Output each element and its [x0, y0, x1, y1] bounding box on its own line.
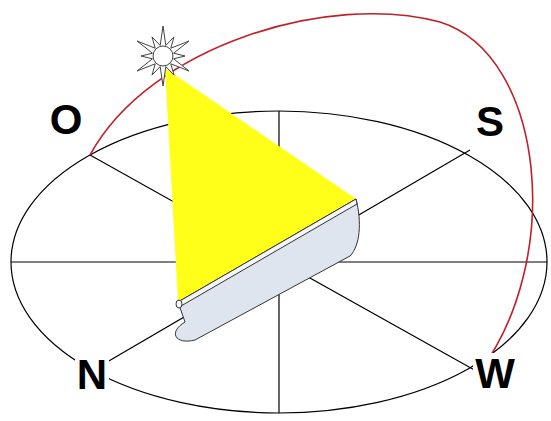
- sun-symbol: [137, 26, 189, 86]
- compass-direction-label: N: [75, 354, 109, 396]
- compass-direction-label: O: [48, 99, 85, 141]
- compass-direction-label: S: [474, 101, 506, 143]
- trough-collector: [175, 199, 359, 341]
- sun-path-arc: [90, 14, 533, 374]
- compass-direction-label: W: [473, 353, 517, 395]
